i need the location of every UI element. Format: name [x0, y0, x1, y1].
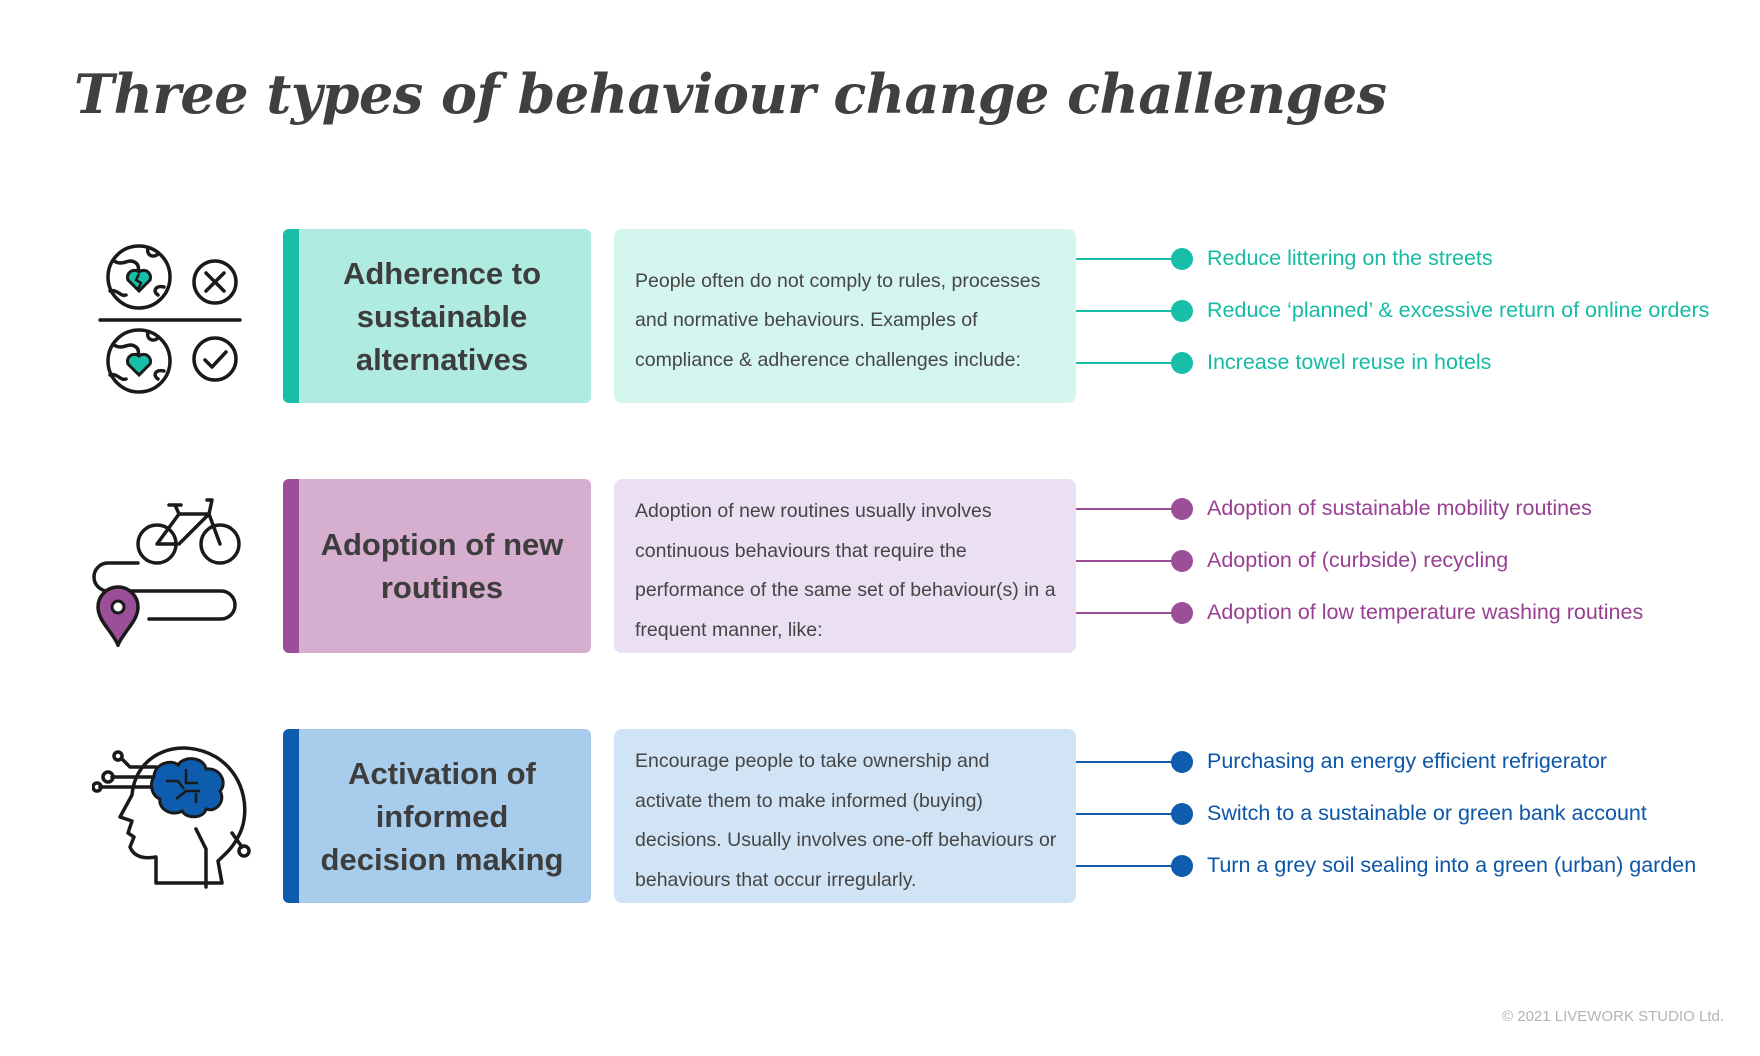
category-box: Adoption of new routines — [283, 479, 591, 653]
connector-line — [1076, 560, 1181, 562]
bullet-dot — [1171, 352, 1193, 374]
example-text: Adoption of (curbside) recycling — [1207, 548, 1509, 572]
challenge-row-adherence: Adherence to sustainable alternatives Pe… — [0, 229, 1760, 405]
example-text: Switch to a sustainable or green bank ac… — [1207, 801, 1647, 825]
examples-list: Reduce littering on the streets Reduce ‘… — [1076, 229, 1760, 403]
bullet-dot — [1171, 602, 1193, 624]
category-title: Adherence to sustainable alternatives — [342, 255, 542, 377]
category-title: Adoption of new routines — [320, 527, 564, 605]
bicycle-route-pin-icon — [92, 487, 252, 650]
bullet-dot — [1171, 498, 1193, 520]
connector-line — [1076, 508, 1181, 510]
example-item: Turn a grey soil sealing into a green (u… — [1076, 853, 1760, 878]
bullet-dot — [1171, 751, 1193, 773]
connector-line — [1076, 362, 1181, 364]
connector-line — [1076, 612, 1181, 614]
example-item: Adoption of (curbside) recycling — [1076, 548, 1760, 573]
category-accent-bar — [283, 479, 299, 653]
example-text: Purchasing an energy efficient refrigera… — [1207, 749, 1607, 773]
example-text: Adoption of sustainable mobility routine… — [1207, 496, 1592, 520]
example-text: Reduce ‘planned’ & excessive return of o… — [1207, 298, 1710, 322]
example-item: Reduce littering on the streets — [1076, 246, 1760, 271]
description-text: People often do not comply to rules, pro… — [635, 269, 1041, 371]
connector-line — [1076, 258, 1181, 260]
bullet-dot — [1171, 300, 1193, 322]
examples-list: Adoption of sustainable mobility routine… — [1076, 479, 1760, 653]
description-text: Adoption of new routines usually involve… — [635, 500, 1056, 641]
category-box: Adherence to sustainable alternatives — [283, 229, 591, 403]
description-box: Encourage people to take ownership and a… — [614, 729, 1076, 903]
category-title: Activation of informed decision making — [320, 755, 564, 877]
example-text: Reduce littering on the streets — [1207, 246, 1493, 270]
connector-line — [1076, 761, 1181, 763]
example-item: Purchasing an energy efficient refrigera… — [1076, 749, 1760, 774]
bullet-dot — [1171, 248, 1193, 270]
challenge-row-adoption: Adoption of new routines Adoption of new… — [0, 479, 1760, 655]
head-brain-circuit-icon — [91, 737, 252, 897]
examples-list: Purchasing an energy efficient refrigera… — [1076, 729, 1760, 903]
example-item: Adoption of low temperature washing rout… — [1076, 600, 1760, 625]
category-accent-bar — [283, 729, 299, 903]
example-text: Turn a grey soil sealing into a green (u… — [1207, 853, 1697, 877]
example-text: Increase towel reuse in hotels — [1207, 350, 1492, 374]
page-title: Three types of behaviour change challeng… — [74, 62, 1387, 126]
example-item: Reduce ‘planned’ & excessive return of o… — [1076, 298, 1760, 323]
connector-line — [1076, 310, 1181, 312]
copyright-footer: © 2021 LIVEWORK STUDIO Ltd. — [1502, 1008, 1724, 1025]
description-text: Encourage people to take ownership and a… — [635, 750, 1057, 891]
connector-line — [1076, 865, 1181, 867]
description-box: Adoption of new routines usually involve… — [614, 479, 1076, 653]
example-item: Increase towel reuse in hotels — [1076, 350, 1760, 375]
example-text: Adoption of low temperature washing rout… — [1207, 600, 1644, 624]
bullet-dot — [1171, 550, 1193, 572]
category-box: Activation of informed decision making — [283, 729, 591, 903]
category-accent-bar — [283, 229, 299, 403]
bullet-dot — [1171, 803, 1193, 825]
connector-line — [1076, 813, 1181, 815]
bullet-dot — [1171, 855, 1193, 877]
example-item: Adoption of sustainable mobility routine… — [1076, 496, 1760, 521]
example-item: Switch to a sustainable or green bank ac… — [1076, 801, 1760, 826]
earth-heart-compliance-icon — [92, 237, 252, 397]
challenge-row-activation: Activation of informed decision making E… — [0, 729, 1760, 905]
description-box: People often do not comply to rules, pro… — [614, 229, 1076, 403]
